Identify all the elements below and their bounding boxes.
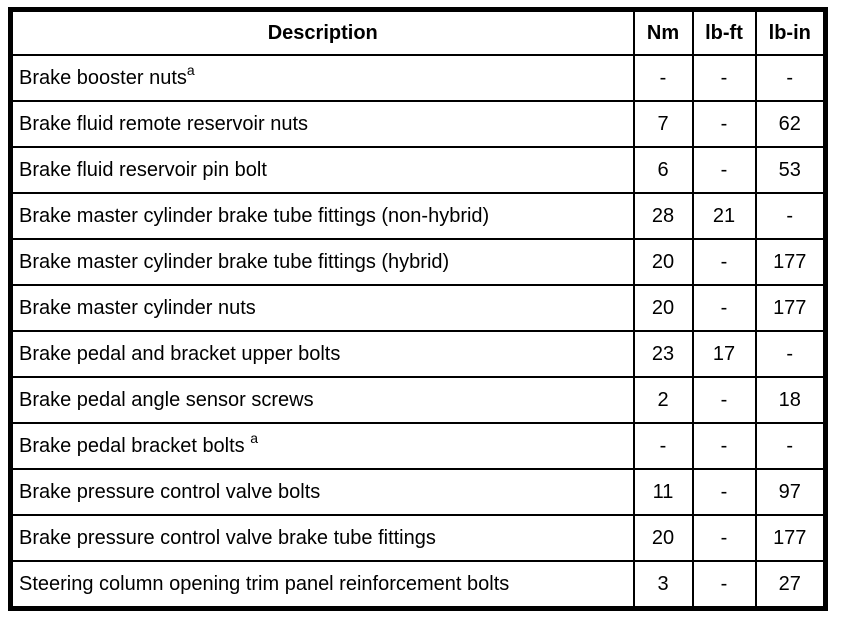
description-text: Brake master cylinder brake tube fitting… <box>19 251 450 273</box>
nm-cell: 23 <box>632 330 694 378</box>
description-text: Steering column opening trim panel reinf… <box>19 573 510 595</box>
header-lbft: lb-ft <box>691 8 757 56</box>
nm-cell: 6 <box>632 146 694 194</box>
lbin-cell: 177 <box>754 284 827 332</box>
table-row: Brake fluid remote reservoir nuts 7 - 62 <box>9 100 827 148</box>
description-cell: Brake pedal and bracket upper bolts <box>9 330 635 378</box>
description-text: Brake fluid reservoir pin bolt <box>19 159 267 181</box>
description-cell: Brake master cylinder nuts <box>9 284 635 332</box>
header-nm: Nm <box>632 8 694 56</box>
table-row: Brake pedal and bracket upper bolts 23 1… <box>9 330 827 378</box>
table-row: Brake fluid reservoir pin bolt 6 - 53 <box>9 146 827 194</box>
nm-cell: 20 <box>632 238 694 286</box>
description-cell: Brake fluid remote reservoir nuts <box>9 100 635 148</box>
nm-cell: 7 <box>632 100 694 148</box>
nm-cell: 20 <box>632 514 694 562</box>
lbft-cell: - <box>691 376 757 424</box>
description-text: Brake pedal angle sensor screws <box>19 389 314 411</box>
nm-cell: 3 <box>632 560 694 610</box>
table-row: Brake pressure control valve brake tube … <box>9 514 827 562</box>
header-lbin: lb-in <box>754 8 827 56</box>
description-text: Brake master cylinder nuts <box>19 297 256 319</box>
description-cell: Brake master cylinder brake tube fitting… <box>9 192 635 240</box>
nm-cell: 20 <box>632 284 694 332</box>
lbin-cell: 62 <box>754 100 827 148</box>
lbft-cell: - <box>691 422 757 470</box>
lbft-cell: 21 <box>691 192 757 240</box>
description-cell: Steering column opening trim panel reinf… <box>9 560 635 610</box>
description-cell: Brake pressure control valve brake tube … <box>9 514 635 562</box>
nm-cell: - <box>632 54 694 102</box>
description-text: Brake pedal and bracket upper bolts <box>19 343 341 365</box>
lbin-cell: 177 <box>754 514 827 562</box>
lbin-cell: 27 <box>754 560 827 610</box>
table-row: Brake master cylinder brake tube fitting… <box>9 238 827 286</box>
description-cell: Brake master cylinder brake tube fitting… <box>9 238 635 286</box>
table-row: Brake pedal bracket bolts a - - - <box>9 422 827 470</box>
nm-cell: - <box>632 422 694 470</box>
lbft-cell: - <box>691 146 757 194</box>
lbin-cell: 18 <box>754 376 827 424</box>
description-text: Brake pressure control valve bolts <box>19 481 321 503</box>
lbft-cell: - <box>691 560 757 610</box>
lbft-cell: 17 <box>691 330 757 378</box>
lbft-cell: - <box>691 468 757 516</box>
description-text: Brake booster nuts <box>19 67 187 89</box>
nm-cell: 2 <box>632 376 694 424</box>
lbft-cell: - <box>691 54 757 102</box>
nm-cell: 11 <box>632 468 694 516</box>
lbin-cell: 97 <box>754 468 827 516</box>
description-cell: Brake pedal angle sensor screws <box>9 376 635 424</box>
description-text: Brake pressure control valve brake tube … <box>19 527 436 549</box>
footnote-marker: a <box>250 430 259 447</box>
footnote-marker: a <box>186 62 195 79</box>
lbin-cell: - <box>754 192 827 240</box>
lbft-cell: - <box>691 514 757 562</box>
table-row: Brake master cylinder brake tube fitting… <box>9 192 827 240</box>
description-text: Brake fluid remote reservoir nuts <box>19 113 309 135</box>
description-text: Brake master cylinder brake tube fitting… <box>19 205 490 227</box>
description-cell: Brake fluid reservoir pin bolt <box>9 146 635 194</box>
description-text: Brake pedal bracket bolts <box>19 435 251 457</box>
table-row: Brake booster nutsa - - - <box>9 54 827 102</box>
table-row: Brake master cylinder nuts 20 - 177 <box>9 284 827 332</box>
table-header-row: Description Nm lb-ft lb-in <box>9 8 827 56</box>
nm-cell: 28 <box>632 192 694 240</box>
description-cell: Brake pressure control valve bolts <box>9 468 635 516</box>
lbft-cell: - <box>691 284 757 332</box>
description-cell: Brake booster nutsa <box>9 54 635 102</box>
table-row: Brake pressure control valve bolts 11 - … <box>9 468 827 516</box>
lbin-cell: - <box>754 422 827 470</box>
lbin-cell: - <box>754 54 827 102</box>
description-cell: Brake pedal bracket bolts a <box>9 422 635 470</box>
lbft-cell: - <box>691 238 757 286</box>
table-row: Steering column opening trim panel reinf… <box>9 560 827 610</box>
table-row: Brake pedal angle sensor screws 2 - 18 <box>9 376 827 424</box>
lbft-cell: - <box>691 100 757 148</box>
lbin-cell: 177 <box>754 238 827 286</box>
header-description: Description <box>9 8 635 56</box>
lbin-cell: - <box>754 330 827 378</box>
torque-spec-table: Description Nm lb-ft lb-in Brake booster… <box>8 7 828 611</box>
lbin-cell: 53 <box>754 146 827 194</box>
